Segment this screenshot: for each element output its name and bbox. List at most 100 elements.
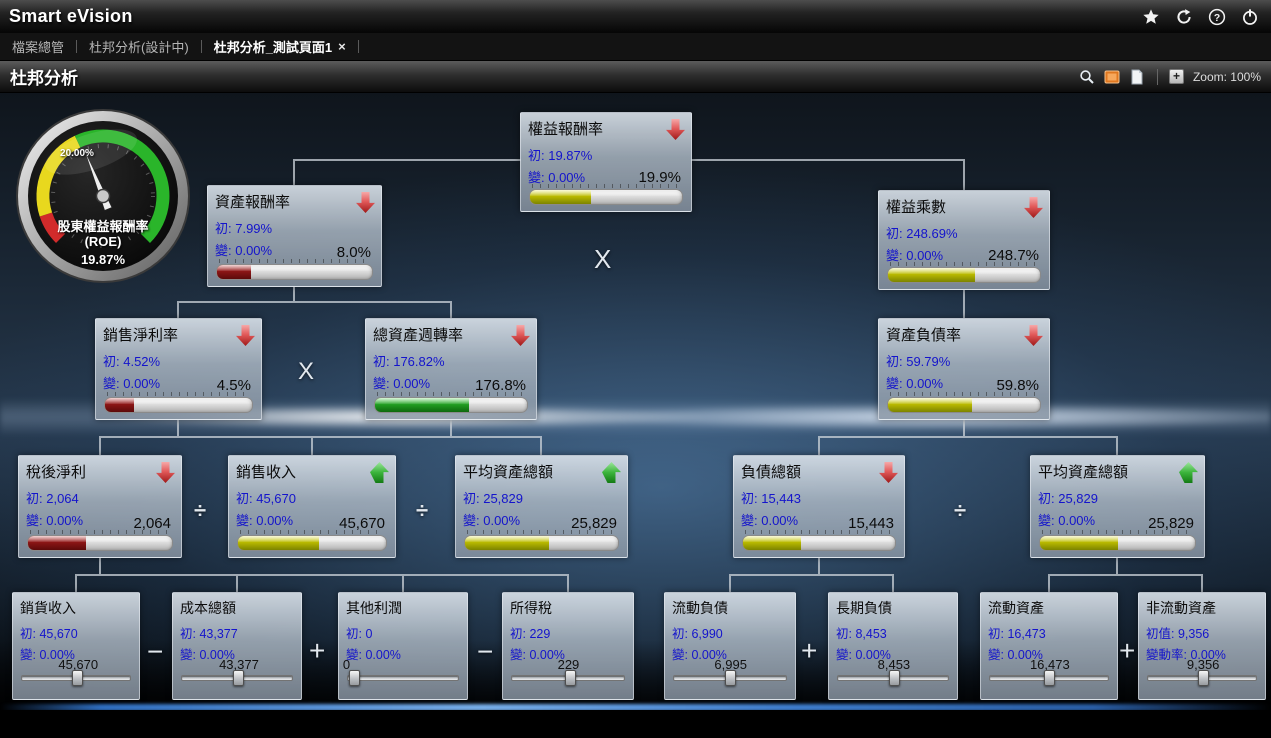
plus-operator: + [801, 635, 818, 666]
slider-handle[interactable] [888, 670, 900, 686]
bar-ticks [467, 530, 616, 534]
leaf-current-value: 45,670 [58, 657, 99, 672]
bottom-glow-line [0, 704, 1271, 711]
document-icon[interactable] [1128, 68, 1146, 86]
tab-file-explorer[interactable]: 檔案總管 [12, 40, 65, 55]
leaf-title: 流動資產 [988, 600, 1044, 616]
plus-operator: + [1119, 635, 1136, 666]
value-slider[interactable] [1147, 669, 1257, 686]
leaf-current-value: 8,453 [877, 657, 911, 672]
value-slider[interactable] [511, 669, 625, 686]
refresh-icon[interactable] [1175, 8, 1193, 26]
node-avg-total-assets-right[interactable]: 平均資產總額 初: 25,829 變: 0.00% 25,829 [1030, 455, 1205, 558]
node-debt-ratio[interactable]: 資產負債率 初: 59.79% 變: 0.00% 59.8% [878, 318, 1050, 420]
node-progress-bar [374, 392, 528, 413]
star-icon[interactable] [1142, 8, 1160, 26]
node-progress-bar [742, 530, 896, 551]
node-avg-total-assets-left[interactable]: 平均資產總額 初: 25,829 變: 0.00% 25,829 [455, 455, 628, 558]
node-title: 資產報酬率 [215, 194, 291, 211]
node-change-value: 變: 0.00% [26, 513, 84, 528]
slideshow-icon[interactable] [1103, 68, 1121, 86]
trend-arrow-icon [156, 462, 175, 483]
node-total-liabilities[interactable]: 負債總額 初: 15,443 變: 0.00% 15,443 [733, 455, 905, 558]
node-roe[interactable]: 權益報酬率 初: 19.87% 變: 0.00% 19.9% [520, 112, 692, 212]
leaf-change-value: 變: 0.00% [20, 648, 75, 662]
leaf-total-cost[interactable]: 成本總額 初: 43,377 變: 0.00% 43,377 [172, 592, 302, 700]
slider-handle[interactable] [349, 670, 361, 686]
value-slider[interactable] [347, 669, 459, 686]
bar-ticks [532, 184, 680, 188]
title-bar-tools: + Zoom: 100% [1078, 68, 1261, 86]
bar-fill [217, 265, 252, 279]
leaf-title: 銷貨收入 [20, 600, 76, 616]
tab-separator [76, 40, 78, 53]
node-init-value: 初: 4.52% [103, 354, 161, 369]
leaf-income-tax[interactable]: 所得稅 初: 229 變: 0.00% 229 [502, 592, 634, 700]
value-slider[interactable] [673, 669, 787, 686]
tab-close-icon[interactable]: × [338, 39, 346, 54]
magnifier-icon[interactable] [1078, 68, 1096, 86]
node-asset-turnover[interactable]: 總資產週轉率 初: 176.82% 變: 0.00% 176.8% [365, 318, 537, 420]
multiply-operator: X [298, 358, 315, 385]
node-roa[interactable]: 資產報酬率 初: 7.99% 變: 0.00% 8.0% [207, 185, 382, 287]
node-equity-multiplier[interactable]: 權益乘數 初: 248.69% 變: 0.00% 248.7% [878, 190, 1050, 290]
node-title: 權益報酬率 [528, 121, 604, 138]
leaf-noncurrent-assets[interactable]: 非流動資產 初值: 9,356 變動率: 0.00% 9,356 [1138, 592, 1266, 700]
help-icon[interactable]: ? [1208, 8, 1226, 26]
slider-track[interactable] [347, 675, 459, 681]
leaf-current-assets[interactable]: 流動資產 初: 16,473 變: 0.00% 16,473 [980, 592, 1118, 700]
leaf-change-value: 變動率: 0.00% [1146, 648, 1226, 662]
leaf-title: 所得稅 [510, 600, 552, 616]
leaf-change-value: 變: 0.00% [988, 648, 1043, 662]
leaf-current-value: 0 [342, 657, 351, 672]
tab-dupont-test-page[interactable]: 杜邦分析_測試頁面1 × [214, 37, 346, 56]
node-progress-bar [27, 530, 173, 551]
node-title: 平均資產總額 [1038, 464, 1129, 481]
divide-operator: ÷ [954, 498, 967, 523]
tab-separator [200, 40, 202, 53]
bar-ticks [30, 530, 170, 534]
node-net-profit-margin[interactable]: 銷售淨利率 初: 4.52% 變: 0.00% 4.5% [95, 318, 262, 420]
leaf-other-profit[interactable]: 其他利潤 初: 0 變: 0.00% 0 [338, 592, 468, 700]
node-init-value: 初: 7.99% [215, 221, 273, 236]
slider-handle[interactable] [71, 670, 83, 686]
power-icon[interactable] [1241, 8, 1259, 26]
node-progress-bar [216, 259, 373, 280]
leaf-title: 長期負債 [836, 600, 892, 616]
slider-handle[interactable] [564, 670, 576, 686]
value-slider[interactable] [837, 669, 949, 686]
value-slider[interactable] [989, 669, 1109, 686]
node-sales-revenue[interactable]: 銷售收入 初: 45,670 變: 0.00% 45,670 [228, 455, 396, 558]
slider-handle[interactable] [725, 670, 737, 686]
leaf-init-value: 初: 229 [510, 627, 551, 641]
node-title: 負債總額 [741, 464, 802, 481]
leaf-change-value: 變: 0.00% [180, 648, 235, 662]
slider-handle[interactable] [1044, 670, 1056, 686]
tab-dupont-design[interactable]: 杜邦分析(設計中) [89, 40, 189, 55]
leaf-current-liabilities[interactable]: 流動負債 初: 6,990 變: 0.00% 6,995 [664, 592, 796, 700]
minus-operator: − [477, 636, 494, 667]
bar-ticks [107, 392, 250, 396]
page-title-bar: 杜邦分析 + Zoom: 100% [0, 61, 1271, 93]
trend-arrow-icon [511, 325, 530, 346]
trend-arrow-icon [1024, 197, 1043, 218]
leaf-title: 流動負債 [672, 600, 728, 616]
leaf-init-value: 初值: 9,356 [1146, 627, 1210, 641]
bar-fill [530, 190, 591, 204]
svg-text:?: ? [1214, 12, 1220, 23]
slider-handle[interactable] [1197, 670, 1209, 686]
leaf-sales-income[interactable]: 銷貨收入 初: 45,670 變: 0.00% 45,670 [12, 592, 140, 700]
divide-operator: ÷ [194, 498, 207, 523]
bar-ticks [890, 392, 1038, 396]
value-slider[interactable] [181, 669, 293, 686]
zoom-in-button[interactable]: + [1168, 69, 1184, 84]
node-title: 稅後淨利 [26, 464, 87, 481]
slider-handle[interactable] [232, 670, 244, 686]
leaf-init-value: 初: 45,670 [20, 627, 78, 641]
node-net-income[interactable]: 稅後淨利 初: 2,064 變: 0.00% 2,064 [18, 455, 182, 558]
bar-fill [238, 536, 320, 550]
node-init-value: 初: 25,829 [463, 491, 523, 506]
leaf-longterm-liabilities[interactable]: 長期負債 初: 8,453 變: 0.00% 8,453 [828, 592, 958, 700]
value-slider[interactable] [21, 669, 131, 686]
